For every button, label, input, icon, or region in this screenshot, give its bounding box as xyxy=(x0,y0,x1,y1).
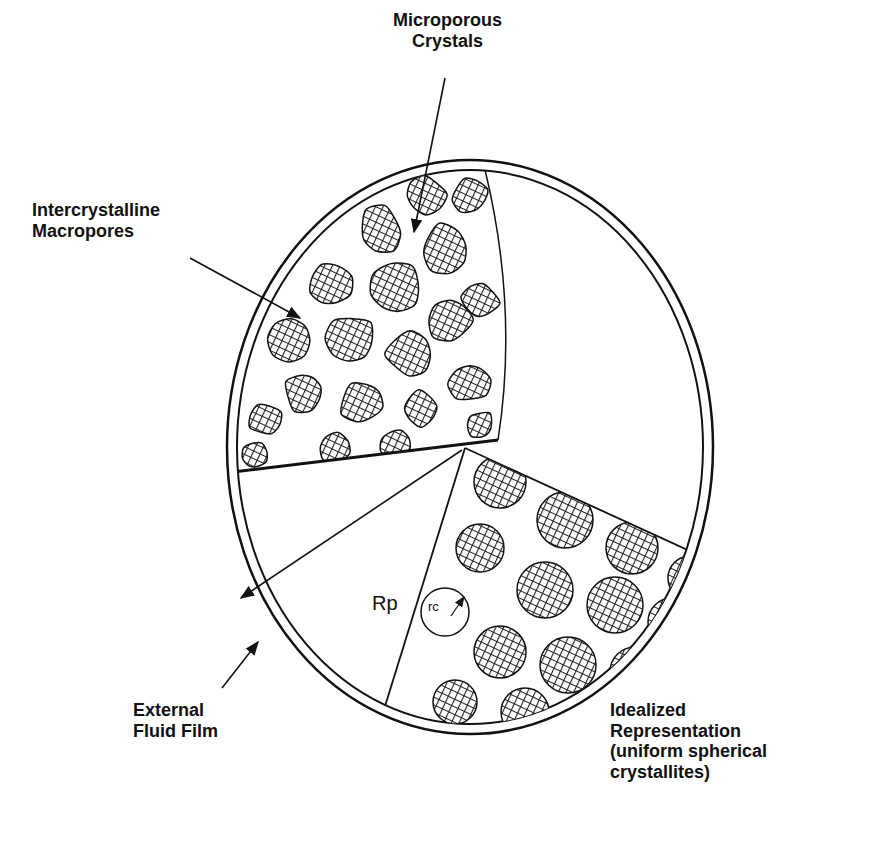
radius-symbol: Rp xyxy=(372,592,398,615)
microporous-crystal xyxy=(468,412,492,437)
spherical-crystallite xyxy=(540,637,596,693)
sector-edge xyxy=(480,150,506,440)
spherical-crystallites xyxy=(421,456,712,742)
spherical-crystallite xyxy=(537,492,593,548)
microporous-crystal xyxy=(268,319,310,362)
microporous-crystal xyxy=(429,300,473,341)
microporous-crystal xyxy=(362,205,400,252)
radius-arrow xyxy=(241,450,462,598)
crystal-radius-arrow xyxy=(451,597,464,616)
spherical-crystallite xyxy=(517,562,573,618)
callout-label: Idealized Representation (uniform spheri… xyxy=(610,700,800,783)
microporous-crystal xyxy=(325,318,372,360)
sector-edge xyxy=(465,448,740,574)
callout-label: External Fluid Film xyxy=(133,700,243,741)
sector-edge xyxy=(200,440,498,476)
irregular-crystals xyxy=(242,175,500,466)
sector-edge xyxy=(373,448,465,745)
callout-label: Microporous Crystals xyxy=(380,10,515,51)
microporous-crystal xyxy=(452,178,488,213)
spherical-crystallite xyxy=(501,688,549,736)
microporous-crystal xyxy=(448,366,491,400)
spherical-crystallite xyxy=(606,522,658,574)
spherical-crystallite xyxy=(610,647,660,697)
spherical-crystallite xyxy=(456,524,504,572)
fluid-film-inner xyxy=(237,170,703,724)
microporous-crystal xyxy=(310,264,353,304)
spherical-crystallite xyxy=(668,556,712,600)
microporous-crystal xyxy=(341,383,383,422)
microporous-crystal xyxy=(285,375,321,412)
microporous-crystal xyxy=(370,263,418,311)
microporous-crystal xyxy=(424,223,466,274)
microporous-crystal xyxy=(405,390,437,428)
empty-crystallite xyxy=(421,588,469,636)
microporous-crystal xyxy=(385,331,431,376)
pellet-outline xyxy=(227,160,713,734)
spherical-crystallite xyxy=(433,680,477,724)
leader-line xyxy=(414,78,445,232)
leader-line xyxy=(190,258,300,318)
callout-label: Intercrystalline Macropores xyxy=(32,200,187,241)
spherical-crystallite xyxy=(648,598,696,646)
leader-line xyxy=(222,642,258,688)
microporous-crystal xyxy=(407,175,447,214)
microporous-crystal xyxy=(249,404,282,434)
microporous-crystal xyxy=(242,443,267,467)
spherical-crystallite xyxy=(587,577,643,633)
spherical-crystallite xyxy=(474,626,526,678)
radius-symbol: rc xyxy=(428,600,439,615)
